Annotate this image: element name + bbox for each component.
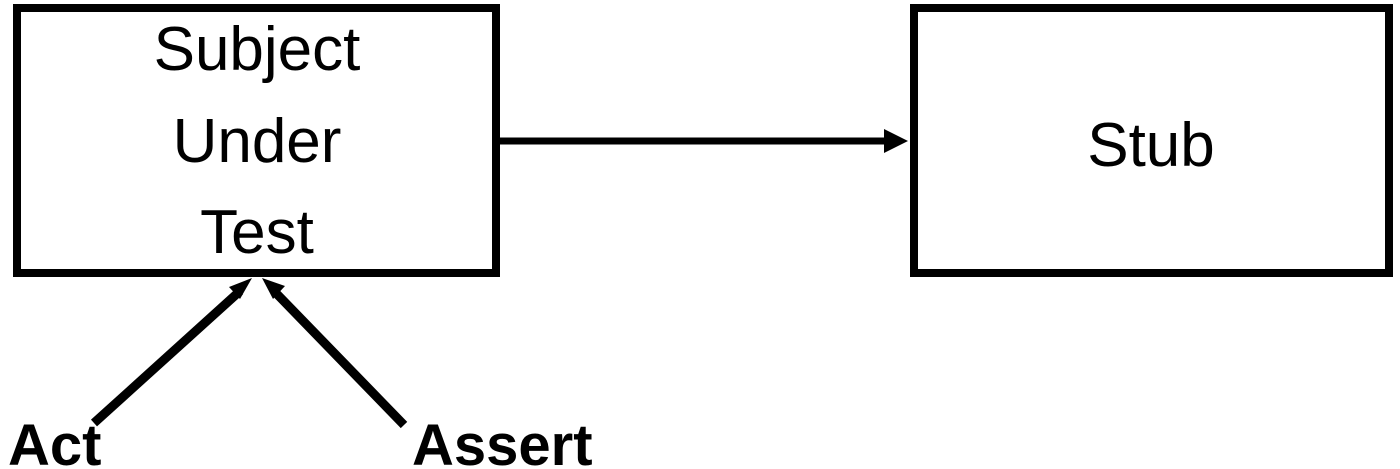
- act-label: Act: [8, 413, 101, 469]
- edge-assert-to-sut: [262, 278, 408, 429]
- subject-under-test-label-line-3: Test: [200, 198, 314, 267]
- act-to-sut-line: [90, 287, 244, 427]
- assert-to-sut-arrowhead-icon: [262, 278, 285, 299]
- sut-to-stub-arrowhead-icon: [884, 129, 908, 153]
- stub-box[interactable]: [910, 4, 1393, 277]
- node-stub[interactable]: Stub: [910, 4, 1393, 277]
- subject-under-test-label-line-2: Under: [173, 107, 342, 176]
- act-to-sut-arrowhead-icon: [229, 278, 252, 299]
- edge-act-to-sut: [90, 278, 252, 427]
- node-subject-under-test[interactable]: Subject Under Test: [13, 4, 500, 277]
- edge-sut-to-stub: [500, 129, 908, 153]
- subject-under-test-label-line-1: Subject: [154, 15, 361, 84]
- assert-label: Assert: [412, 413, 593, 469]
- assert-to-sut-line: [270, 287, 408, 429]
- subject-under-test-box[interactable]: [13, 4, 500, 277]
- stub-label: Stub: [1087, 111, 1215, 180]
